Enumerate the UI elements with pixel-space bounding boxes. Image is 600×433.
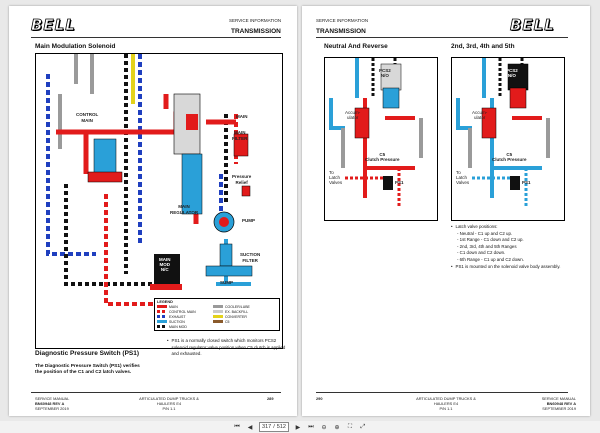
total-pages: 512	[276, 424, 286, 430]
neutral-reverse-diagram: PCS2 N/O Accum- ulator C5 Clutch Pressur…	[324, 57, 438, 221]
latch-positions-list: •Latch valve positions: - Neutral - C1 u…	[451, 224, 573, 270]
header-rule	[316, 37, 568, 38]
legend-item: C5	[213, 319, 269, 324]
main-label: MAIN	[236, 114, 248, 119]
fit-page-icon[interactable]: ⛶	[347, 423, 353, 430]
list-item: - C1 down and C2 down.	[457, 250, 506, 256]
legend: LEGEND MAIN CONTROL MAIN EXHAUST SUCTION…	[154, 298, 280, 331]
legend-item: MAIN	[157, 304, 213, 309]
footer-right: SERVICE MANUAL BN60948 REV A SEPTEMBER 2…	[541, 396, 576, 411]
bell-logo: BELL	[510, 16, 555, 35]
hydraulic-schematic	[46, 54, 253, 306]
legend-item: EX. BACKFILL	[213, 309, 269, 314]
main-regulator-label: MAIN REGULATOR	[170, 204, 199, 215]
list-item: - 1st Range - C1 down and C2 up.	[457, 237, 524, 243]
current-page-field[interactable]: 317	[262, 424, 272, 430]
main-filter-label: MAIN FILTER	[232, 130, 248, 141]
bullet-ps1-mount: PS1 is mounted on the solenoid valve bod…	[455, 263, 561, 269]
left-page: BELL SERVICE INFORMATION TRANSMISSION Ma…	[9, 6, 297, 416]
header-rule	[31, 37, 281, 38]
ranges-2-5-schematic	[456, 58, 550, 208]
note-text: PS1 is a normally closed switch which mo…	[171, 338, 286, 357]
neutral-reverse-schematic	[329, 58, 423, 208]
subsection-title: Diagnostic Pressure Switch (PS1)	[35, 350, 140, 357]
footer-center: ARTICULATED DUMP TRUCKS & HAULERS E4 P/N…	[416, 396, 476, 411]
zoom-in-icon[interactable]: ⊕	[334, 424, 340, 431]
subsection-body: The Diagnostic Pressure Switch (PS1) ver…	[35, 364, 140, 376]
zoom-out-icon[interactable]: ⊖	[321, 424, 327, 431]
control-main-label: CONTROL MAIN	[76, 112, 99, 123]
diagram2-title: 2nd, 3rd, 4th and 5th	[451, 43, 515, 50]
legend-item: COOLER/LUBE	[213, 304, 269, 309]
header-title: TRANSMISSION	[316, 28, 366, 35]
list-item: - 2nd, 3rd, 4th and 5th Ranges	[457, 243, 517, 249]
pcs2-label: PCS2 N/O	[379, 68, 391, 78]
footer-rule	[31, 392, 281, 393]
c5-clutch-pressure-label: C5 Clutch Pressure	[492, 152, 527, 162]
list-item: - Neutral - C1 up and C2 up.	[457, 230, 513, 236]
header-service-info: SERVICE INFORMATION	[229, 18, 282, 23]
ps1-label: PS1	[522, 180, 531, 185]
footer-rule	[316, 392, 568, 393]
pump-label: PUMP	[242, 218, 256, 223]
bullet-latch-positions: Latch valve positions:	[455, 224, 498, 229]
footer-left: SERVICE MANUAL BN60948 REV A SEPTEMBER 2…	[35, 396, 70, 411]
last-page-icon[interactable]: ⏭	[308, 423, 314, 430]
page-number: 289	[267, 396, 274, 401]
legend-item: MAIN MOD	[157, 324, 213, 329]
legend-item: CONVERTER	[213, 314, 269, 319]
footer-center: ARTICULATED DUMP TRUCKS & HAULERS E4 P/N…	[139, 396, 199, 411]
next-page-icon[interactable]: ▶	[295, 424, 301, 431]
viewer-toolbar: ⏮ ◀ 317 / 512 ▶ ⏭ ⊖ ⊕ ⛶ ⤢	[0, 421, 600, 433]
suction-filter-label: SUCTION FILTER	[240, 252, 261, 263]
diagram1-title: Neutral And Reverse	[324, 43, 388, 50]
page-indicator[interactable]: 317 / 512	[259, 422, 289, 432]
pcs2-label: PCS2 N/O	[506, 68, 518, 78]
bell-logo: BELL	[31, 16, 76, 35]
latch-valves-label: To Latch Valves	[329, 170, 343, 185]
hydraulic-diagram: CONTROL MAIN MAIN MAIN FILTER Pressure R…	[35, 53, 283, 349]
fullscreen-icon[interactable]: ⤢	[360, 423, 366, 430]
right-page: SERVICE INFORMATION TRANSMISSION BELL Ne…	[302, 6, 590, 416]
legend-title: LEGEND	[157, 300, 173, 304]
legend-item: CONTROL MAIN	[157, 309, 213, 314]
ps1-label: PS1	[395, 180, 404, 185]
section-title: Main Modulation Solenoid	[35, 43, 116, 50]
ranges-2-5-diagram: PCS2 N/O Accum- ulator C5 Clutch Pressur…	[451, 57, 565, 221]
accumulator-label: Accum- ulator	[472, 110, 488, 120]
latch-valves-label: To Latch Valves	[456, 170, 470, 185]
note-bullet: •PS1 is a normally closed switch which m…	[167, 338, 291, 358]
main-mod-label: MAIN MOD N/C	[159, 257, 171, 272]
header-title: TRANSMISSION	[231, 28, 281, 35]
header-service-info: SERVICE INFORMATION	[316, 18, 369, 23]
c5-clutch-pressure-label: C5 Clutch Pressure	[365, 152, 400, 162]
pressure-relief-label: Pressure Relief	[232, 174, 252, 185]
first-page-icon[interactable]: ⏮	[234, 423, 240, 430]
page-number: 290	[316, 396, 323, 401]
list-item: - 6th Range - C1 up and C2 down.	[457, 256, 524, 262]
sump-label: SUMP	[220, 280, 234, 285]
previous-page-icon[interactable]: ◀	[247, 424, 253, 431]
accumulator-label: Accum- ulator	[345, 110, 361, 120]
legend-item: SUCTION	[157, 319, 213, 324]
legend-item: EXHAUST	[157, 314, 213, 319]
